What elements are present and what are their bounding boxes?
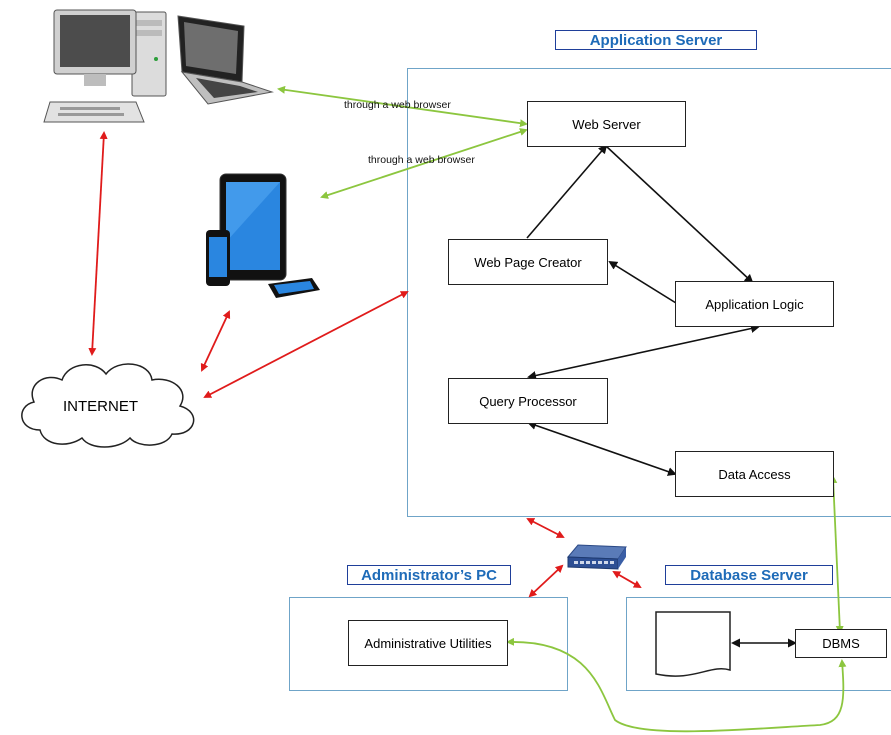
query-processor-node: Query Processor — [448, 378, 608, 424]
admin-switch-link — [528, 564, 564, 598]
mobile-webserver-link — [320, 128, 528, 199]
database-server-title: Database Server — [665, 565, 833, 585]
internet-appserver-link — [203, 291, 409, 398]
dataaccess-dbms-link — [829, 475, 844, 634]
application-server-title: Application Server — [555, 30, 757, 50]
network-switch-icon — [566, 544, 627, 570]
tablet-icon — [219, 173, 287, 281]
dbserver-switch-link — [612, 571, 642, 588]
internet-label: INTERNET — [63, 398, 138, 415]
admin-utilities-node: Administrative Utilities — [348, 620, 508, 666]
laptop-icon — [177, 15, 274, 105]
smartphone-icon — [206, 230, 230, 286]
queryproc-dataaccess-link — [527, 421, 677, 476]
desktop-webserver-link — [277, 85, 528, 128]
webserver-applogic-link — [605, 145, 754, 284]
dbms-node: DBMS — [795, 629, 887, 658]
admin-dbms-link — [506, 637, 847, 733]
pagecreator-webserver-link — [526, 144, 608, 239]
internet-cloud-icon — [21, 363, 195, 448]
web-server-node: Web Server — [527, 101, 686, 147]
mobile-browser-label: through a web browser — [368, 154, 475, 166]
smartphone-landscape-icon — [268, 278, 320, 298]
document-icon — [655, 611, 731, 677]
application-logic-node: Application Logic — [675, 281, 834, 327]
applogic-queryproc-link — [527, 324, 760, 380]
applogic-pagecreator-link — [608, 260, 677, 304]
data-access-node: Data Access — [675, 451, 834, 497]
desktop-internet-link — [88, 131, 108, 356]
appserver-switch-link — [526, 518, 565, 538]
web-page-creator-node: Web Page Creator — [448, 239, 608, 285]
admin-pc-title: Administrator’s PC — [347, 565, 511, 585]
desktop-browser-label: through a web browser — [344, 99, 451, 111]
desktop-computer-icon — [43, 9, 167, 123]
